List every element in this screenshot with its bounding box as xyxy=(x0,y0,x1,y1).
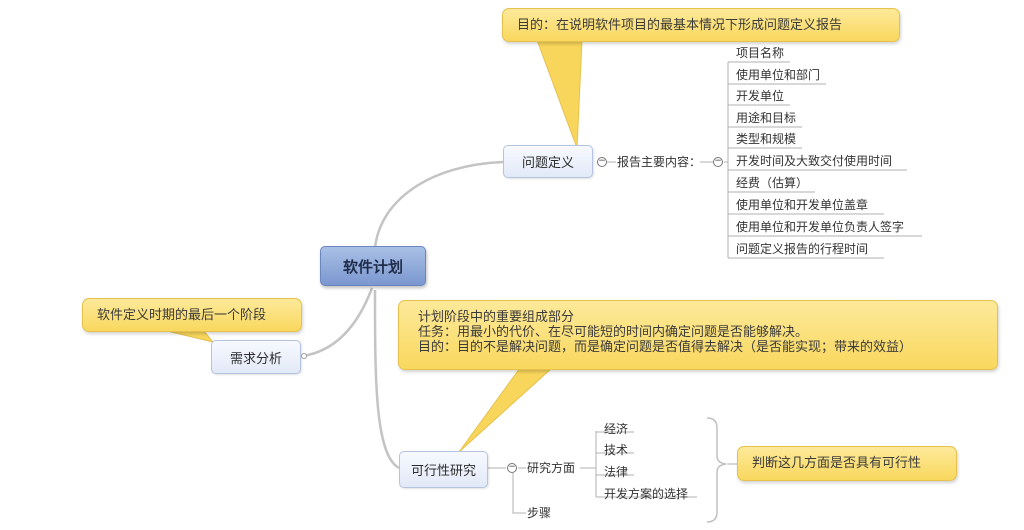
feasibility-summary-callout[interactable]: 判断这几方面是否具有可行性 xyxy=(737,446,957,481)
problem-definition-callout: 目的：在说明软件项目的最基本情况下形成问题定义报告 xyxy=(502,8,900,42)
report-item[interactable]: 开发时间及大致交付使用时间 xyxy=(736,154,893,168)
research-item[interactable]: 开发方案的选择 xyxy=(604,487,689,501)
expand-dot-requirements[interactable] xyxy=(301,353,307,359)
research-aspects-label[interactable]: 研究方面 xyxy=(527,461,576,475)
collapse-toggle-problem-definition[interactable]: − xyxy=(597,156,607,167)
feasibility-callout: 计划阶段中的重要组成部分 任务：用最小的代价、在尽可能短的时间内确定问题是否能够… xyxy=(398,300,998,370)
topic-feasibility-study[interactable]: 可行性研究 xyxy=(399,451,488,488)
collapse-toggle-feasibility[interactable]: − xyxy=(507,462,517,473)
report-item[interactable]: 用途和目标 xyxy=(736,111,797,125)
central-topic[interactable]: 软件计划 xyxy=(320,246,426,286)
report-item[interactable]: 开发单位 xyxy=(736,89,785,103)
report-item[interactable]: 使用单位和开发单位盖章 xyxy=(736,198,869,212)
research-item[interactable]: 法律 xyxy=(604,465,629,479)
report-item[interactable]: 类型和规模 xyxy=(736,132,797,146)
research-item[interactable]: 技术 xyxy=(604,443,629,457)
report-content-label[interactable]: 报告主要内容： xyxy=(617,155,702,169)
report-item[interactable]: 问题定义报告的行程时间 xyxy=(736,242,869,256)
research-item[interactable]: 经济 xyxy=(604,422,629,436)
steps-label[interactable]: 步骤 xyxy=(527,506,552,520)
report-item[interactable]: 经费（估算） xyxy=(736,176,809,190)
topic-problem-definition[interactable]: 问题定义 xyxy=(503,145,593,178)
collapse-toggle-report-content[interactable]: − xyxy=(713,156,723,167)
report-item[interactable]: 使用单位和部门 xyxy=(736,68,821,82)
topic-requirements-analysis[interactable]: 需求分析 xyxy=(211,340,301,374)
requirements-callout: 软件定义时期的最后一个阶段 xyxy=(82,298,302,332)
report-item[interactable]: 项目名称 xyxy=(736,46,785,60)
report-item[interactable]: 使用单位和开发单位负责人签字 xyxy=(736,220,905,234)
